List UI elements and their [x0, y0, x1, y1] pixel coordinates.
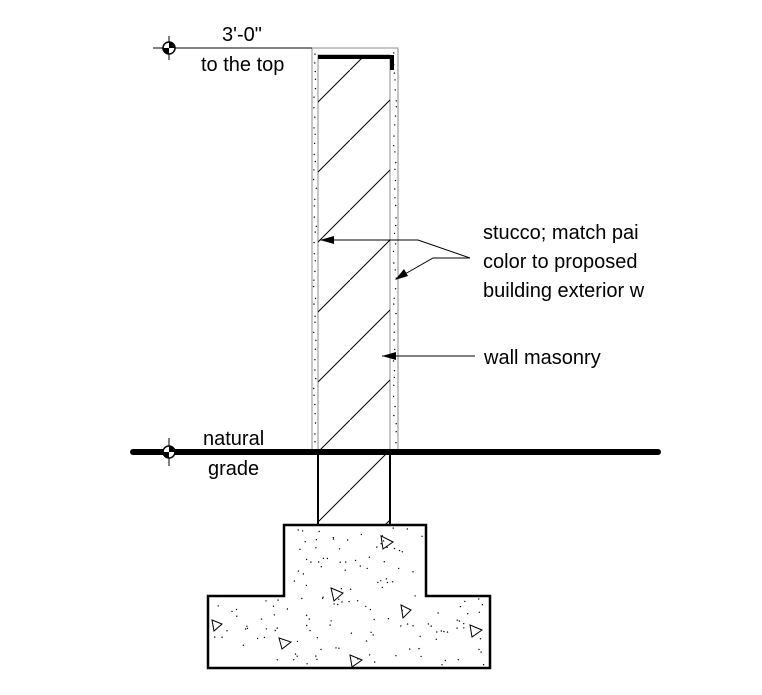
footing-dots	[214, 527, 485, 666]
masonry-label: wall masonry	[483, 347, 601, 369]
masonry-wall	[317, 55, 391, 525]
stucco-dots	[312, 52, 398, 453]
aggregate-triangle-icon	[211, 535, 484, 668]
grade-label-line-1: natural	[203, 428, 264, 450]
wall-cap	[318, 55, 394, 70]
grade-label-line-2: grade	[208, 458, 259, 480]
concrete-footing	[206, 523, 492, 670]
stucco-leader	[320, 239, 471, 279]
grade-datum-icon	[162, 438, 176, 466]
stucco-note-line-1: stucco; match pai	[483, 222, 639, 244]
top-dimension-label: 3'-0"	[222, 24, 262, 46]
stucco-note-line-3: building exterior w	[483, 280, 645, 302]
elevation-datum-icon	[153, 36, 312, 60]
top-reference-label: to the top	[201, 54, 284, 76]
stucco-note-line-2: color to proposed	[483, 251, 638, 273]
